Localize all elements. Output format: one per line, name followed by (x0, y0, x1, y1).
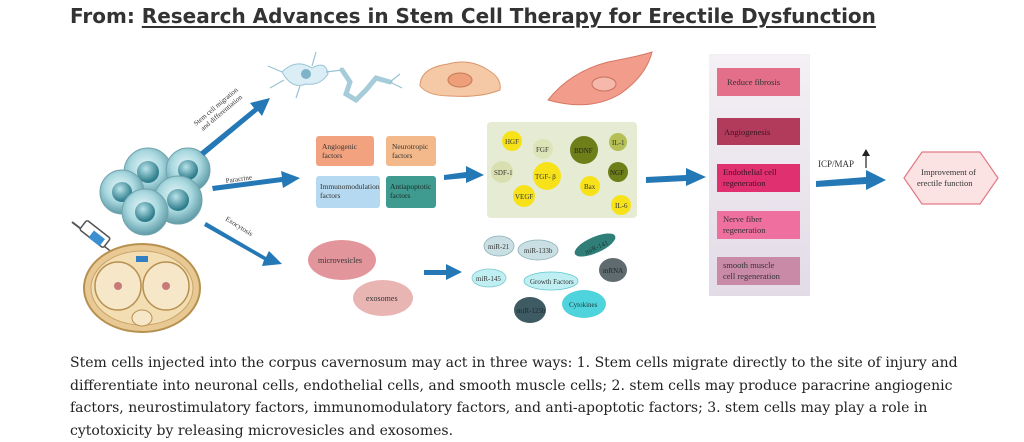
article-title-link[interactable]: Research Advances in Stem Cell Therapy f… (141, 4, 876, 28)
outcome-nerve-label-2: regeneration (723, 225, 766, 235)
figure-title: From: Research Advances in Stem Cell The… (70, 4, 876, 28)
corpus-cavernosum-icon (83, 243, 201, 333)
outcome-endothelial-label-2: regeneration (723, 178, 766, 188)
immunomodulation-label-1: Immunomodulation (320, 182, 380, 191)
neurotropic-label-1: Neurotropic (392, 142, 429, 151)
vesicles-to-contents-arrow (424, 264, 462, 280)
outcome-nerve-label-1: Nerve fiber (723, 214, 762, 224)
factor-vegf: VEGF (515, 193, 533, 201)
factor-tgfb: TGF- β (535, 173, 556, 181)
exosomes-ellipse (353, 280, 413, 316)
immunomodulation-box (316, 176, 380, 208)
antiapoptotic-box (386, 176, 436, 208)
figure-caption: Stem cells injected into the corpus cave… (70, 355, 958, 439)
microvesicles-label: microvesicles (318, 256, 362, 265)
factor-sdf1: SDF-1 (494, 169, 513, 177)
final-outcome-hexagon (903, 151, 999, 205)
factor-fgf: FGF (536, 146, 549, 154)
content-mir21: miR-21 (488, 243, 510, 251)
exosomes-label: exosomes (366, 294, 398, 303)
angiogenic-label-2: factors (322, 151, 342, 160)
outcome-smooth-muscle-label-2: cell regeneration (723, 271, 781, 281)
outcome-angiogenesis-label: Angiogenesis (724, 127, 770, 137)
factor-il1: IL-1 (612, 139, 625, 147)
neuron-cell-icon (267, 51, 403, 104)
outcome-nerve-box (717, 211, 800, 239)
outcome-angiogenesis-box (717, 118, 800, 145)
factor-bax: Bax (584, 183, 596, 191)
neurotropic-box (386, 136, 436, 166)
factor-hgf: HGF (505, 138, 519, 146)
exocytosis-label: Exocytosis (224, 215, 255, 238)
content-mir133b: miR-133b (524, 247, 553, 255)
outcome-smooth-muscle-label-1: smooth muscle (723, 260, 774, 270)
content-cytokines: Cytokines (569, 301, 598, 309)
factor-bdnf: BDNF (574, 147, 593, 155)
icp-map-label: ICP/MAP (818, 159, 854, 169)
icp-up-arrowhead-icon (862, 149, 870, 156)
migration-arrow (200, 98, 270, 156)
outcomes-to-final-arrow (816, 170, 886, 190)
outcome-fibrosis-box (717, 68, 800, 96)
microvesicles-ellipse (308, 240, 376, 280)
content-mir125b: miR-125b (517, 307, 546, 315)
outcome-smooth-muscle-box (717, 257, 800, 285)
exocytosis-arrow (204, 222, 282, 266)
angiogenic-label-1: Angiogenic (322, 142, 358, 151)
endothelial-cell-icon (419, 61, 501, 97)
content-mrna: mRNA (603, 267, 623, 275)
factors-to-outcomes-arrow (646, 168, 706, 186)
figure: Stem cell migration and differentiation … (0, 40, 1024, 340)
angiogenic-box (316, 136, 374, 166)
final-outcome-label-2: erectile function (917, 178, 973, 188)
outcome-fibrosis-label: Reduce fibrosis (727, 77, 780, 87)
figure-diagram: Stem cell migration and differentiation … (71, 51, 999, 333)
outcome-endothelial-label-1: Endothelial cell (723, 167, 777, 177)
factor-il6: IL-6 (615, 202, 628, 210)
outcome-endothelial-box (717, 164, 800, 192)
antiapoptotic-label-1: Antiapoptotic (390, 182, 432, 191)
immunomodulation-label-2: factors (320, 191, 340, 200)
content-growth-factors: Growth Factors (530, 278, 574, 286)
factor-ngf: NGF (610, 169, 624, 177)
from-label: From: (70, 4, 135, 28)
paracrine-label: Paracrine (225, 173, 252, 185)
smooth-muscle-cell-icon (547, 51, 653, 106)
paracrine-to-factors-arrow (444, 166, 484, 183)
stem-cell-cluster (99, 147, 211, 236)
paracrine-arrow (212, 171, 300, 191)
neurotropic-label-2: factors (392, 151, 412, 160)
antiapoptotic-label-2: factors (390, 191, 410, 200)
final-outcome-label-1: Improvement of (921, 167, 976, 177)
content-mir145: miR-145 (476, 275, 501, 283)
